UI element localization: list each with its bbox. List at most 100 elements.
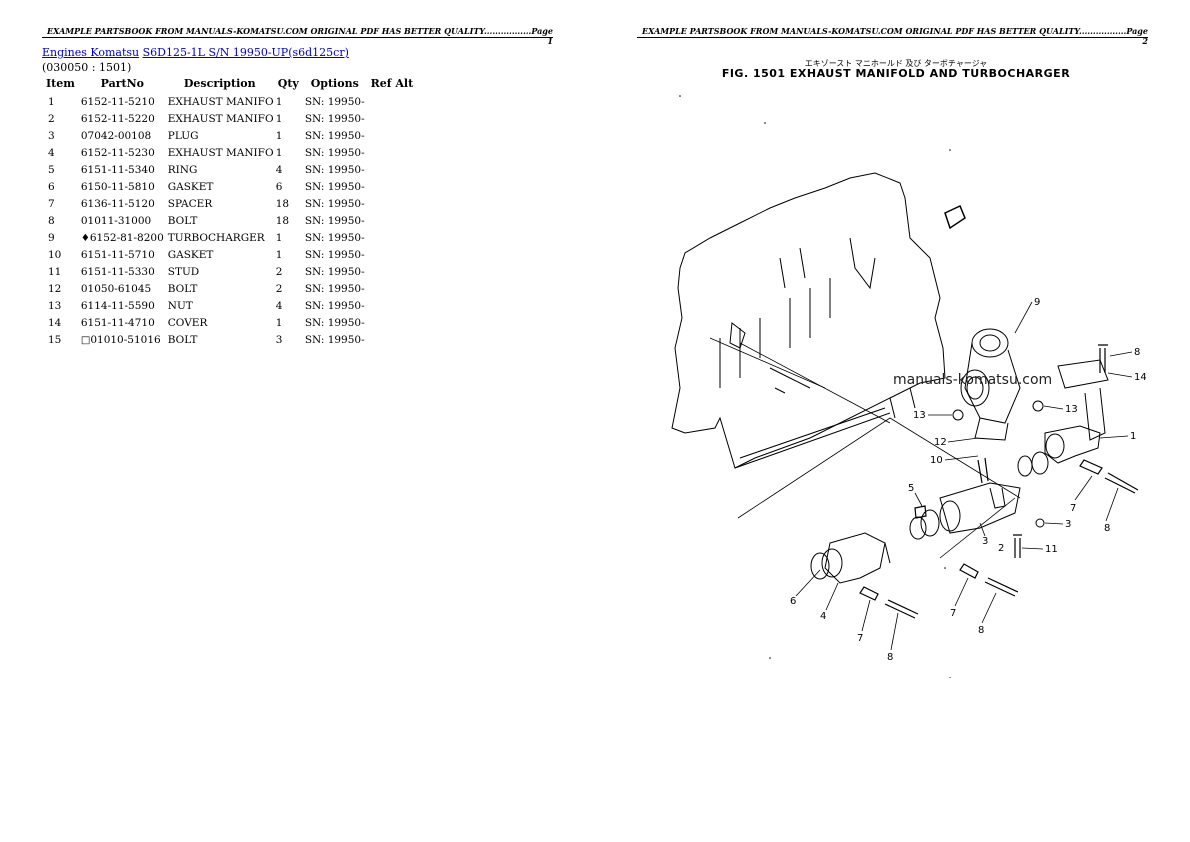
engine-block-drawing	[671, 172, 966, 469]
cell-description: GASKET	[167, 180, 214, 193]
cell-item: 10	[48, 248, 62, 261]
callout-11: 12	[934, 437, 947, 448]
bolts-drawing	[859, 344, 1139, 619]
cell-item: 3	[48, 129, 55, 142]
cell-ref-alt	[367, 314, 418, 331]
cell-options: SN: 19950-	[304, 112, 365, 125]
cell-description: NUT	[167, 299, 193, 312]
col-header-partno: PartNo	[100, 77, 144, 90]
cell-description: COVER	[167, 316, 208, 329]
cell-item: 14	[48, 316, 62, 329]
cell-qty: 18	[275, 197, 290, 210]
watermark: manuals-komatsu.com	[893, 372, 1053, 388]
cell-qty: 1	[275, 146, 283, 159]
cell-options: SN: 19950-	[304, 180, 365, 193]
part-number: 01050-61045	[80, 282, 152, 295]
cell-partno: 01011-31000	[79, 212, 166, 229]
breadcrumb-link-model[interactable]: S6D125-1L S/N 19950-UP(s6d125cr)	[142, 46, 349, 59]
cell-item: 7	[48, 197, 55, 210]
cell-ref-alt	[367, 93, 418, 110]
cell-item: 6	[48, 180, 55, 193]
cell-qty: 1	[275, 316, 283, 329]
callout-8-mid: 8	[978, 625, 984, 636]
callout-7-left: 7	[857, 633, 863, 644]
part-number: 07042-00108	[80, 129, 152, 142]
breadcrumb-link-engines[interactable]: Engines Komatsu	[42, 46, 140, 59]
callout-7-right: 7	[1070, 503, 1076, 514]
cell-options: SN: 19950-	[304, 146, 365, 159]
cell-qty: 4	[275, 163, 283, 176]
callout-10: 10	[930, 455, 943, 466]
cell-partno: 07042-00108	[79, 127, 166, 144]
page-header-left: EXAMPLE PARTSBOOK FROM MANUALS-KOMATSU.C…	[42, 26, 553, 46]
callout-15: 8	[1134, 347, 1140, 358]
cell-ref-alt	[367, 161, 418, 178]
cell-qty: 1	[275, 95, 283, 108]
callout-4: 4	[820, 611, 826, 622]
cell-qty: 1	[275, 129, 283, 142]
cell-ref-alt	[367, 127, 418, 144]
cell-qty: 2	[275, 265, 283, 278]
part-number: 6152-81-8200	[89, 231, 164, 244]
cell-item: 8	[48, 214, 55, 227]
part-number: 6152-11-5220	[80, 112, 155, 125]
cell-description: RING	[167, 163, 198, 176]
cell-description: STUD	[167, 265, 200, 278]
cell-partno: 6136-11-5120	[79, 195, 166, 212]
cell-description: BOLT	[167, 333, 198, 346]
cell-item: 5	[48, 163, 55, 176]
scan-specks	[679, 95, 951, 678]
leader-lines	[709, 337, 1021, 559]
cell-partno: 6152-11-5210	[79, 93, 166, 110]
cell-ref-alt	[367, 280, 418, 297]
callout-labels: 9 8 14 13 13 1 12 10 5 3 3 2 11 7 8 6 4 …	[790, 297, 1147, 663]
cell-description: SPACER	[167, 197, 213, 210]
cell-options: SN: 19950-	[304, 333, 365, 346]
callout-9: 9	[1034, 297, 1040, 308]
cell-description: GASKET	[167, 248, 214, 261]
callout-3-left: 3	[982, 536, 988, 547]
figure-title: FIG. 1501 EXHAUST MANIFOLD AND TURBOCHAR…	[721, 67, 1071, 80]
callout-2: 2	[998, 543, 1004, 554]
col-header-options: Options	[310, 77, 359, 90]
cell-description: PLUG	[167, 129, 199, 142]
cell-partno: 6151-11-5340	[79, 161, 166, 178]
part-number: 6151-11-4710	[80, 316, 155, 329]
breadcrumb: Engines Komatsu S6D125-1L S/N 19950-UP(s…	[42, 46, 349, 59]
cell-description: EXHAUST MANIFOL	[167, 146, 274, 159]
cell-partno: 01050-61045	[79, 280, 166, 297]
cell-options: SN: 19950-	[304, 248, 365, 261]
callout-7-mid: 7	[950, 608, 956, 619]
callout-8-left: 8	[887, 652, 893, 663]
cell-ref-alt	[367, 229, 418, 246]
part-number: 6136-11-5120	[80, 197, 155, 210]
cell-partno: 6151-11-5330	[79, 263, 166, 280]
nuts-drawing	[952, 400, 1045, 528]
parts-table: Item PartNo Description Qty Options Ref …	[42, 76, 417, 348]
part-number: 6151-11-5710	[80, 248, 155, 261]
cell-ref-alt	[367, 212, 418, 229]
cell-partno: ♦6152-81-8200	[79, 229, 166, 246]
callout-12: 11	[1045, 544, 1058, 555]
cell-ref-alt	[367, 195, 418, 212]
cell-description: EXHAUST MANIFOL	[167, 95, 274, 108]
turbocharger-drawing	[960, 328, 1021, 441]
table-row: 10 6151-11-5710 GASKET 1 SN: 19950-	[42, 246, 417, 263]
cell-item: 11	[48, 265, 62, 278]
cell-qty: 1	[275, 248, 283, 261]
cell-ref-alt	[367, 263, 418, 280]
part-number: 6151-11-5340	[80, 163, 155, 176]
cell-partno: 6114-11-5590	[79, 297, 166, 314]
part-number: 6114-11-5590	[80, 299, 155, 312]
